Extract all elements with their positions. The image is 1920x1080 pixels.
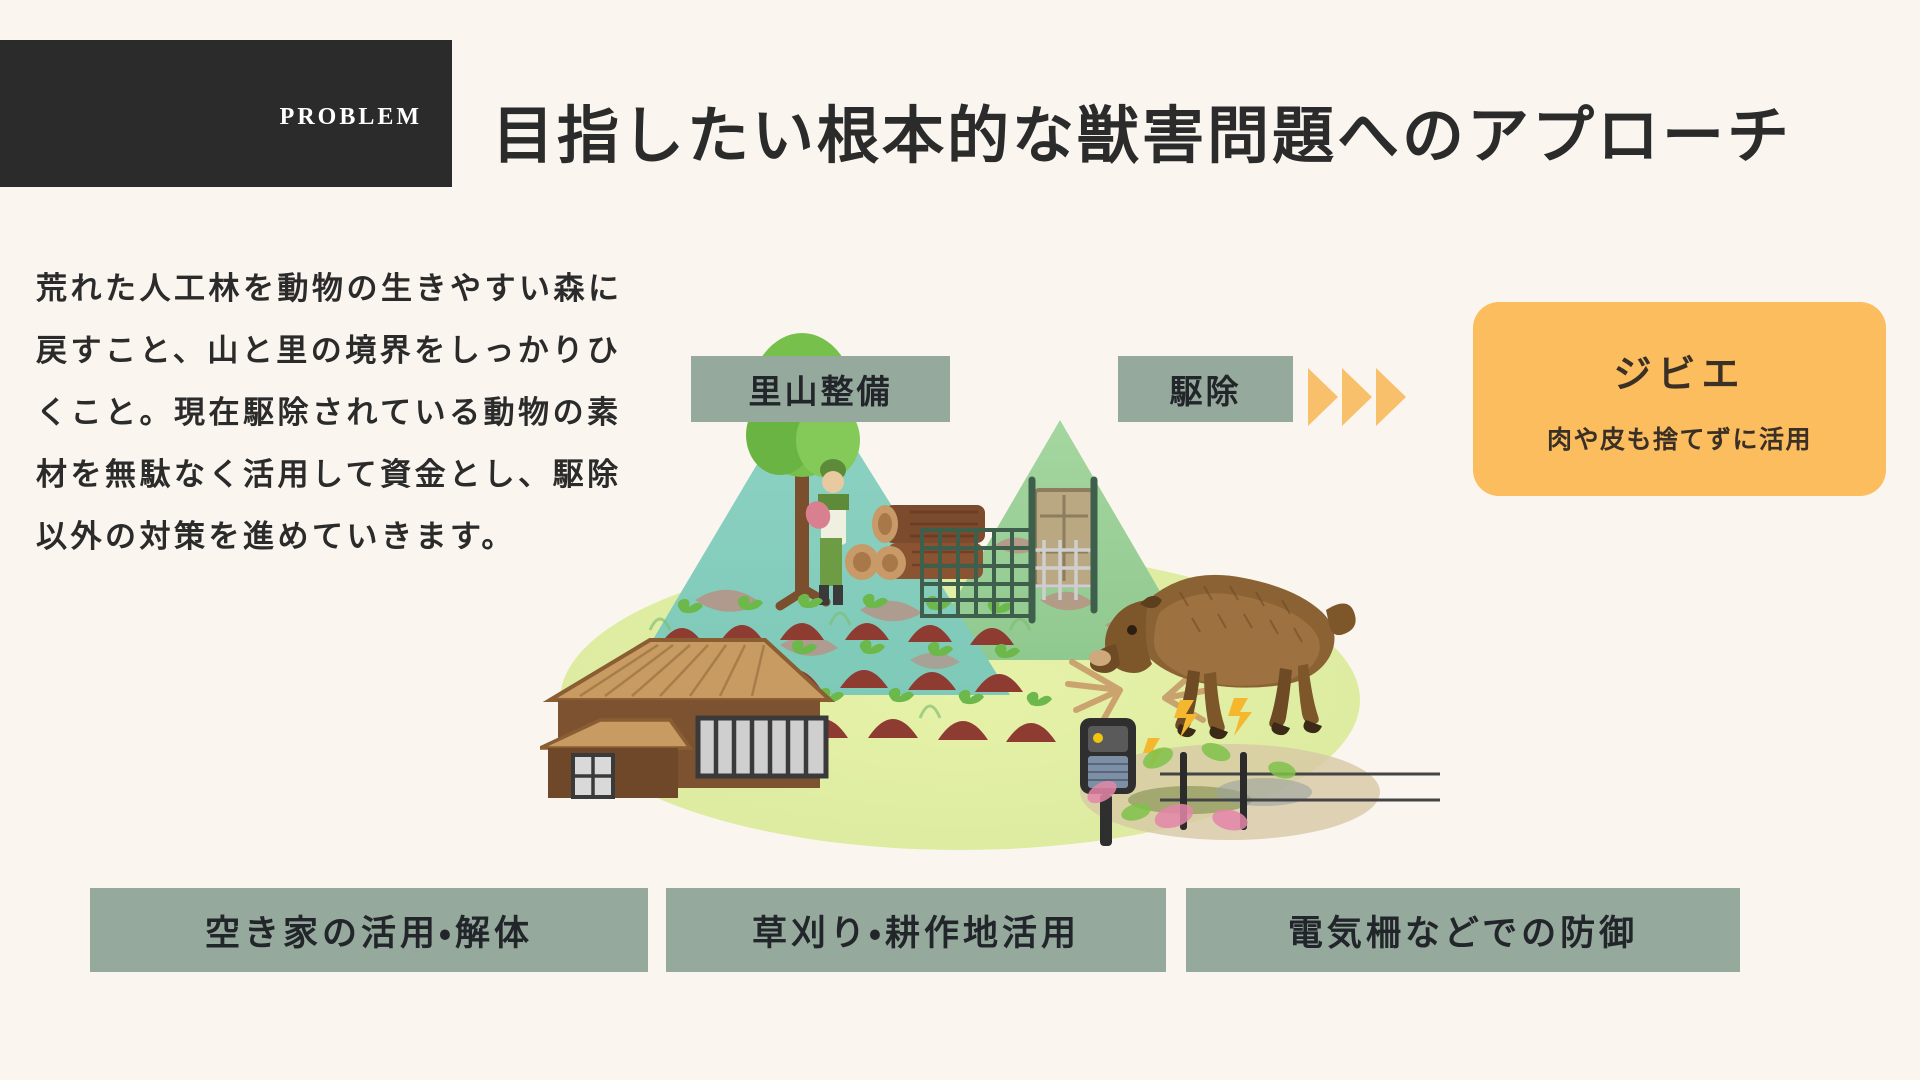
satoyama-village-illustration [540,300,1440,860]
chip-satoyama-seibi: 里山整備 [691,356,950,422]
farmhouse-icon [540,638,836,799]
chip-satoyama-label: 里山整備 [748,373,893,410]
body-paragraph: 荒れた人工林を動物の生きやすい森に戻すこと、山と里の境界をしっかりひくこと。現在… [36,258,636,568]
chevron-right-icon [1342,368,1372,426]
chip-kujo-label: 駆除 [1169,373,1242,410]
chip-kujo: 駆除 [1118,356,1293,422]
bottom-chip-label: 草刈り・耕作地活用 [752,913,1080,953]
page-title: 目指したい根本的な獣害問題へのアプローチ [492,101,1793,171]
wild-boar-icon [1089,574,1356,740]
gibier-card-title: ジビエ [1613,353,1746,396]
forester-icon [805,459,849,605]
electric-fence-icon [1080,698,1440,846]
gibier-card: ジビエ 肉や皮も捨てずに活用 [1473,302,1886,496]
bottom-chip-denkisaku: 電気柵などでの防御 [1186,888,1740,972]
bottom-chip-akiya: 空き家の活用・解体 [90,888,648,972]
eyebrow-label: Problem [279,94,422,132]
bottom-chip-label: 空き家の活用・解体 [205,913,533,953]
chevron-right-icon [1376,368,1406,426]
eyebrow-block: Problem [0,40,452,187]
flow-arrows [1308,368,1448,426]
page-header: Problem 目指したい根本的な獣害問題へのアプローチ [0,0,1920,190]
bottom-chip-row: 空き家の活用・解体 草刈り・耕作地活用 電気柵などでの防御 [90,888,1740,972]
gibier-card-subtitle: 肉や皮も捨てずに活用 [1546,425,1812,454]
bottom-chip-label: 電気柵などでの防御 [1287,913,1639,953]
body-paragraph-text: 荒れた人工林を動物の生きやすい森に戻すこと、山と里の境界をしっかりひくこと。現在… [36,271,623,554]
box-trap-icon [920,476,1098,624]
bottom-chip-kusakari: 草刈り・耕作地活用 [666,888,1166,972]
chevron-right-icon [1308,368,1338,426]
